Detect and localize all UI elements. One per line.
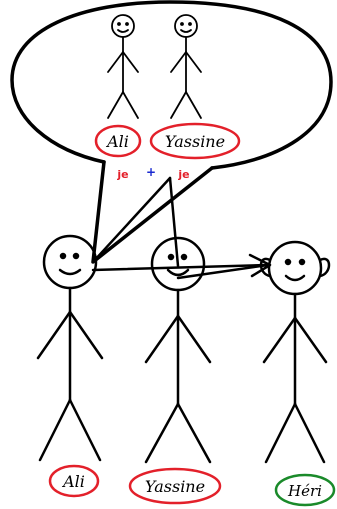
small-leg [122, 91, 139, 119]
big-eye [59, 252, 67, 260]
big-arm [293, 316, 328, 364]
big-arm [68, 310, 104, 360]
big-arm [144, 314, 180, 364]
small-eye [117, 22, 121, 26]
big-smile [284, 274, 306, 282]
big-arm [36, 310, 72, 360]
small-leg [170, 91, 187, 119]
small-eye [180, 22, 184, 26]
big-leg [38, 398, 72, 462]
small-arm [107, 51, 124, 73]
small-head [174, 14, 198, 38]
bubble-label-ali: Ali [105, 132, 129, 151]
big-arm [262, 316, 297, 364]
bubble-word-je-left: je [116, 168, 128, 181]
small-leg [107, 91, 124, 119]
big-eye [180, 253, 188, 261]
small-figure-left [107, 14, 139, 119]
big-eye [298, 258, 306, 266]
big-leg [293, 402, 326, 464]
ear-left [259, 257, 272, 278]
small-figure-right [170, 14, 202, 119]
small-leg [185, 91, 202, 119]
ear-right [318, 257, 331, 278]
small-arm [185, 51, 202, 73]
name-label-heri: Héri [287, 482, 322, 500]
small-eye [188, 22, 192, 26]
pointer-yassine-to-heri [176, 263, 270, 280]
big-head [42, 234, 98, 290]
small-arm [170, 51, 187, 73]
small-smile [117, 29, 129, 33]
big-figure-ali [36, 234, 104, 462]
big-smile [166, 268, 190, 277]
big-arm [176, 314, 212, 364]
big-eye [284, 258, 292, 266]
bubble-plus: + [146, 165, 156, 179]
big-eye [167, 253, 175, 261]
bubble-label-yassine: Yassine [165, 132, 225, 151]
big-smile [58, 268, 82, 276]
big-figure-yassine [144, 236, 212, 464]
name-label-yassine-oval [128, 467, 222, 505]
small-smile [180, 29, 192, 33]
big-leg [176, 402, 212, 464]
small-eye [125, 22, 129, 26]
small-head [111, 14, 135, 38]
bubble-word-je-right: je [177, 168, 189, 181]
bubble-label-yassine-oval [149, 122, 241, 160]
big-leg [264, 402, 297, 464]
pointer-yassine-neck [168, 176, 180, 268]
name-label-yassine: Yassine [145, 477, 205, 496]
big-leg [144, 402, 180, 464]
pointer-to-heri [91, 263, 270, 272]
big-figure-heri [259, 240, 331, 464]
name-label-ali: Ali [61, 472, 85, 491]
bubble-label-ali-oval [94, 124, 142, 158]
pointer-to-yassine-bubble [91, 176, 172, 264]
bubble-outline [10, 0, 333, 170]
name-label-ali-oval [48, 464, 100, 498]
big-leg [68, 398, 102, 462]
name-label-heri-oval [274, 473, 336, 507]
big-head [267, 240, 323, 296]
big-eye [72, 252, 80, 260]
small-arm [122, 51, 139, 73]
